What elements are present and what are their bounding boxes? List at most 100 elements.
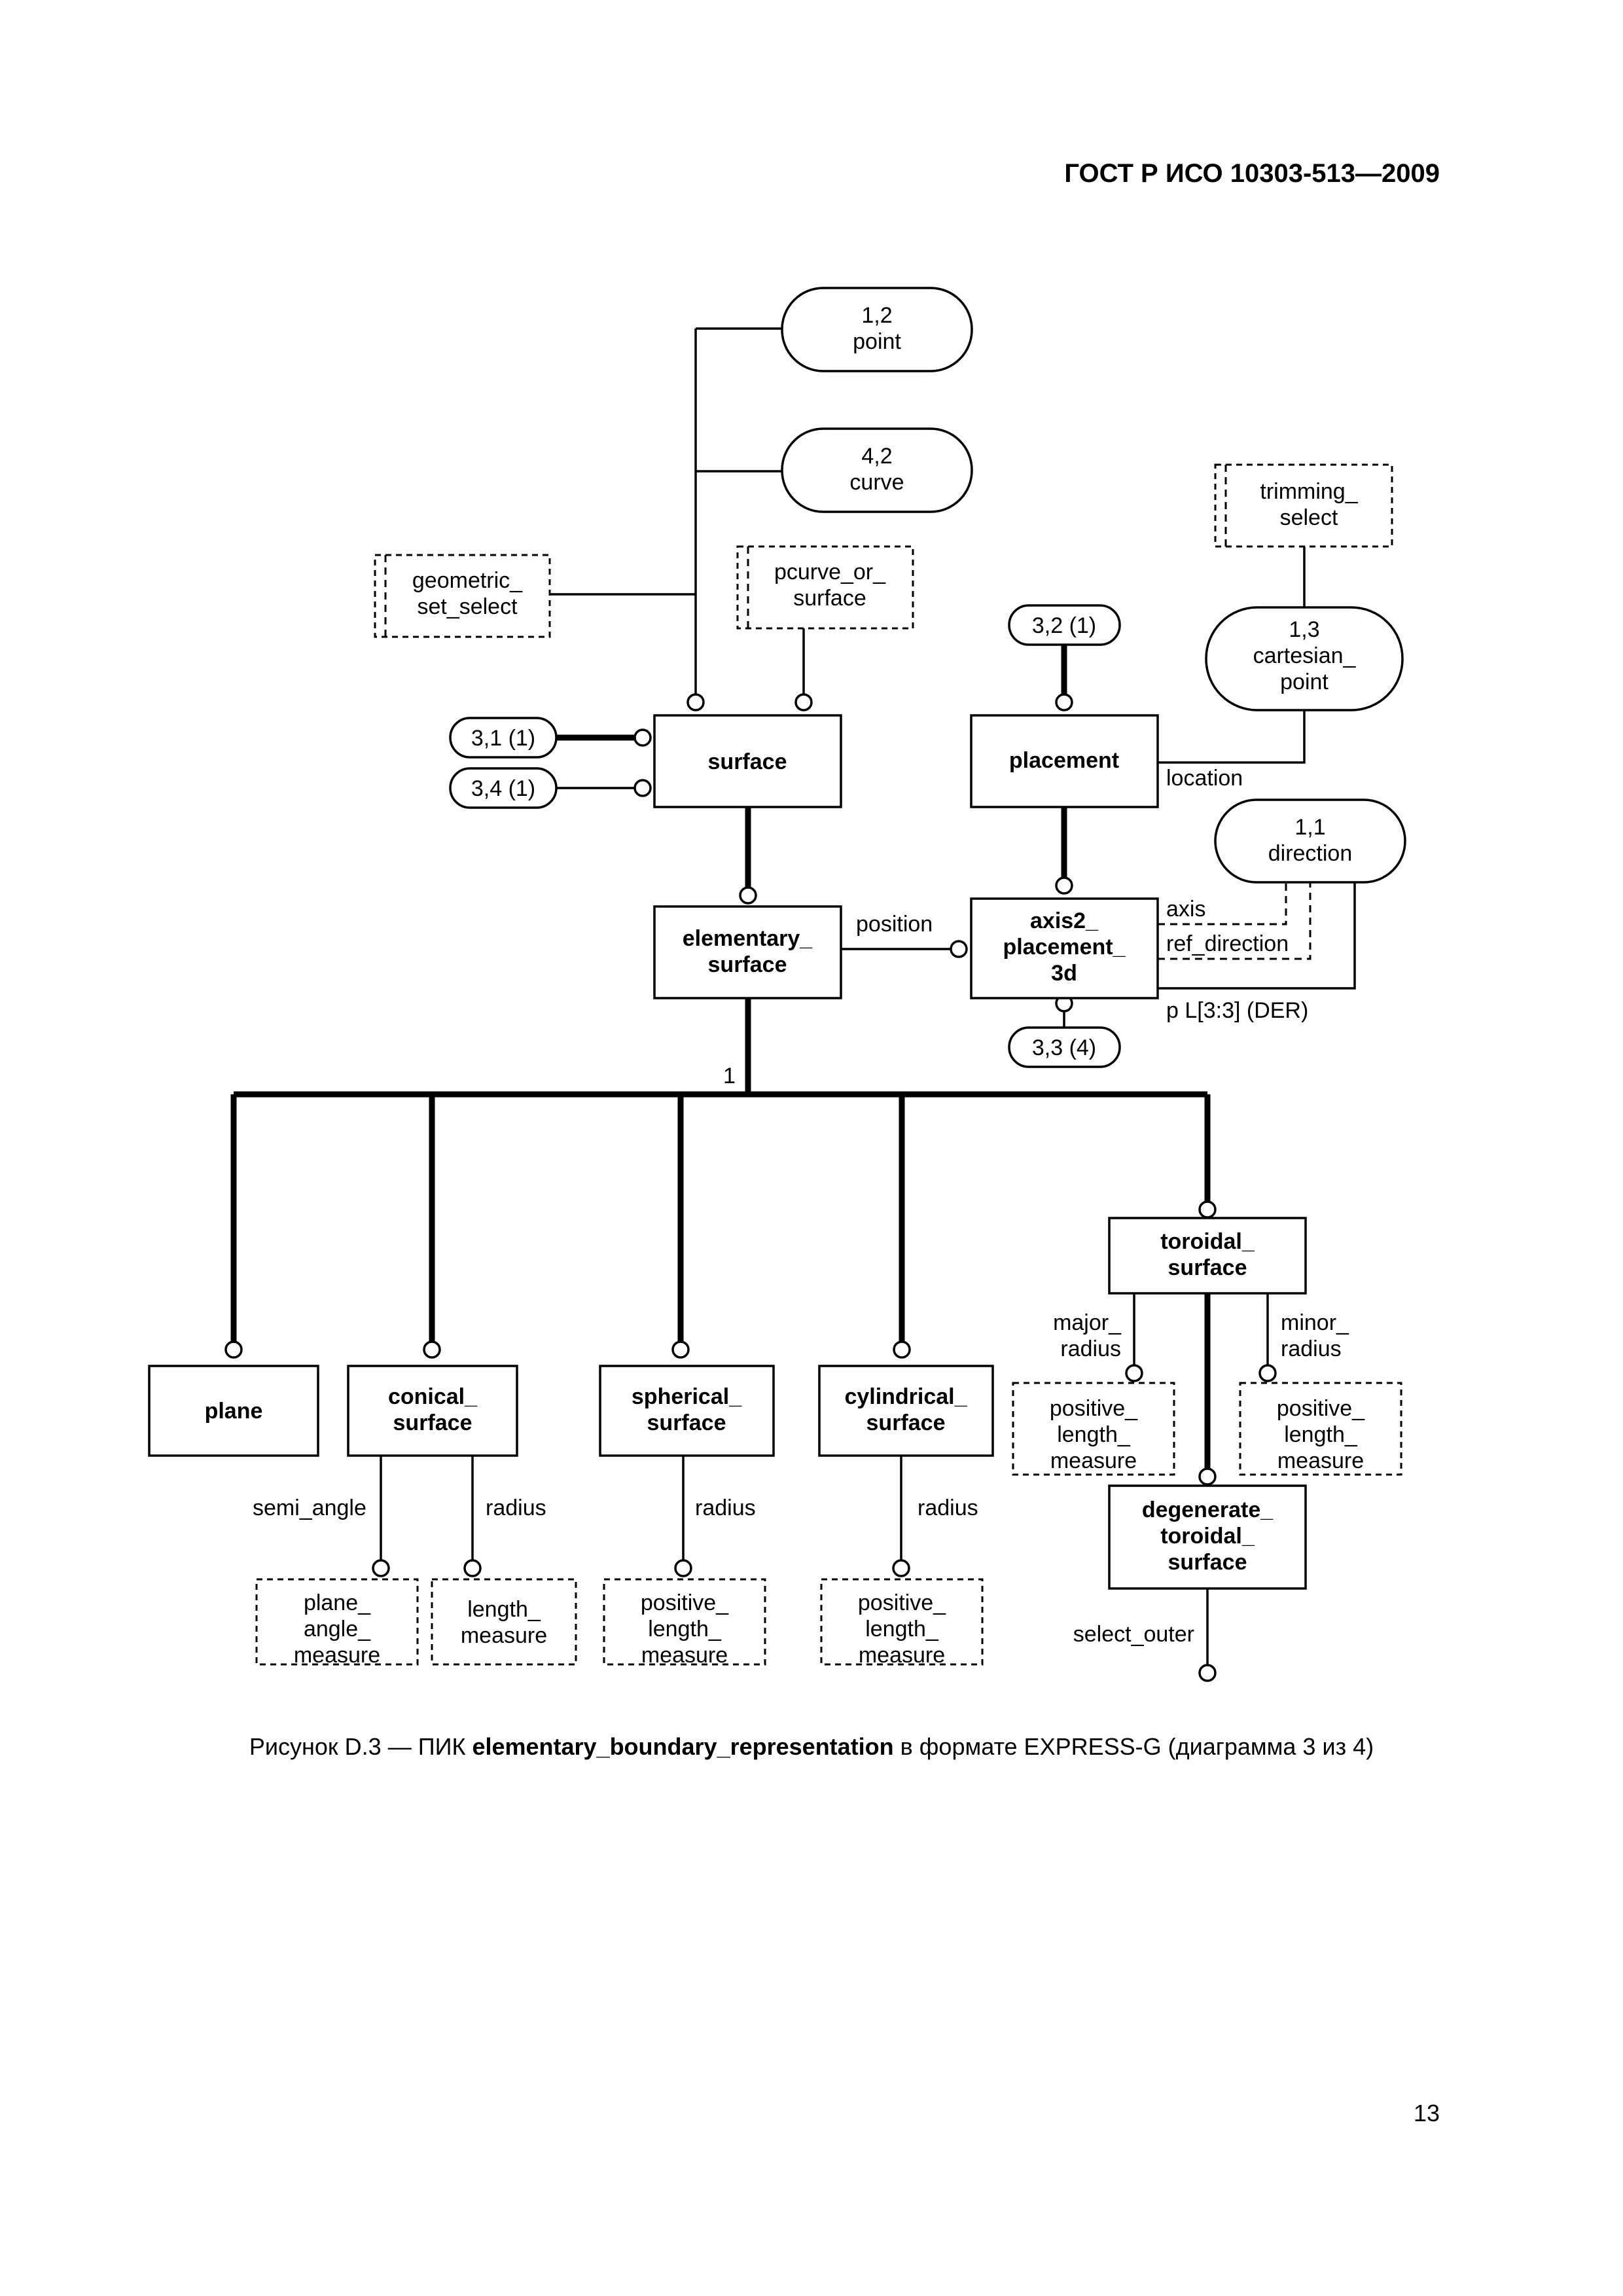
end-circle <box>423 1340 441 1359</box>
caption-schema-name: elementary_boundary_representation <box>472 1733 894 1760</box>
label-minor-radius: radius <box>1281 1336 1342 1361</box>
svg-text:spherical_: spherical_ <box>632 1384 742 1409</box>
link-axis <box>1158 882 1287 925</box>
entity-cylindrical-surface: cylindrical_ surface <box>818 1365 994 1457</box>
type-plane-angle-measure: plane_ angle_ measure <box>255 1578 419 1668</box>
label-one-of: 1 <box>723 1064 736 1088</box>
entity-spherical-surface: spherical_ surface <box>599 1365 775 1457</box>
svg-text:select: select <box>1280 505 1338 530</box>
svg-text:surface: surface <box>1168 1255 1247 1280</box>
entity-axis2-placement-3d: axis2_ placement_ 3d <box>970 897 1159 999</box>
label-semi-angle: semi_angle <box>253 1496 366 1520</box>
svg-text:surface: surface <box>1168 1550 1247 1575</box>
entity-conical-surface: conical_ surface <box>347 1365 518 1457</box>
label-axis: axis <box>1166 897 1205 922</box>
link-p <box>1158 882 1356 990</box>
end-circle <box>950 940 968 958</box>
page-number: 13 <box>1413 2100 1440 2126</box>
svg-text:direction: direction <box>1268 841 1353 866</box>
end-circle <box>892 1559 910 1577</box>
end-circle <box>633 728 652 747</box>
ref-curve: 4,2 curve <box>781 427 973 513</box>
svg-text:placement_: placement_ <box>1003 935 1126 960</box>
end-circle <box>463 1559 482 1577</box>
select-trimming-select: trimming_ select <box>1214 463 1393 548</box>
label-radius-cylindrical: radius <box>918 1496 978 1520</box>
svg-text:trimming_: trimming_ <box>1260 479 1358 504</box>
svg-text:measure: measure <box>461 1623 547 1648</box>
svg-text:length_: length_ <box>1284 1422 1358 1447</box>
ref-3-3: 3,3 (4) <box>1008 1026 1121 1068</box>
label-select-outer: select_outer <box>1073 1622 1194 1647</box>
end-circle <box>794 693 813 711</box>
end-circle <box>633 779 652 797</box>
caption-prefix: Рисунок D.3 — ПИК <box>249 1733 473 1760</box>
svg-text:3,2 (1): 3,2 (1) <box>1032 613 1096 638</box>
label-radius-spherical: radius <box>695 1496 756 1520</box>
link-location <box>1158 710 1306 764</box>
svg-text:length_: length_ <box>865 1617 939 1641</box>
svg-text:surface: surface <box>708 749 787 774</box>
ref-direction: 1,1 direction <box>1214 798 1406 884</box>
entity-degenerate-toroidal-surface: degenerate_ toroidal_ surface <box>1108 1484 1307 1590</box>
svg-text:pcurve_or_: pcurve_or_ <box>774 560 886 584</box>
end-circle <box>1198 1200 1217 1219</box>
entity-placement: placement <box>970 714 1159 808</box>
svg-text:1,1: 1,1 <box>1294 815 1325 840</box>
caption-suffix: в формате EXPRESS-G (диаграмма 3 из 4) <box>893 1733 1374 1760</box>
end-circle <box>1125 1364 1143 1382</box>
svg-text:positive_: positive_ <box>1050 1396 1138 1421</box>
svg-text:set_select: set_select <box>417 594 518 619</box>
end-circle <box>674 1559 692 1577</box>
svg-text:positive_: positive_ <box>641 1590 729 1615</box>
type-length-measure: length_ measure <box>431 1578 577 1666</box>
svg-text:plane: plane <box>205 1399 263 1424</box>
select-pcurve-or-surface: pcurve_or_ surface <box>736 545 914 630</box>
end-circle <box>1055 876 1073 895</box>
ref-3-4: 3,4 (1) <box>449 767 558 809</box>
end-circle <box>687 693 705 711</box>
svg-text:1,2: 1,2 <box>861 303 892 328</box>
ref-3-2: 3,2 (1) <box>1008 604 1121 646</box>
type-positive-length-measure-spherical: positive_ length_ measure <box>603 1578 766 1668</box>
svg-text:point: point <box>1280 670 1329 694</box>
svg-text:elementary_: elementary_ <box>683 926 813 951</box>
end-circle <box>893 1340 911 1359</box>
entity-toroidal-surface: toroidal_ surface <box>1108 1217 1307 1295</box>
end-circle <box>739 886 757 905</box>
type-positive-length-measure-major: positive_ length_ measure <box>1012 1382 1175 1476</box>
label-p: p L[3:3] (DER) <box>1166 998 1308 1023</box>
select-geometric-set-select: geometric_ set_select <box>374 554 551 638</box>
figure-caption: Рисунок D.3 — ПИК elementary_boundary_re… <box>0 1733 1623 1761</box>
end-circle <box>1198 1664 1217 1682</box>
label-minor-radius: minor_ <box>1281 1310 1349 1335</box>
label-ref-direction: ref_direction <box>1166 931 1289 956</box>
svg-text:surface: surface <box>647 1410 726 1435</box>
svg-text:curve: curve <box>849 470 904 495</box>
svg-text:positive_: positive_ <box>1277 1396 1365 1421</box>
svg-text:surface: surface <box>793 586 866 611</box>
label-radius-conical: radius <box>486 1496 546 1520</box>
svg-text:toroidal_: toroidal_ <box>1160 1524 1255 1549</box>
end-circle <box>372 1559 390 1577</box>
end-circle <box>224 1340 243 1359</box>
ref-cartesian-point: 1,3 cartesian_ point <box>1205 606 1404 711</box>
svg-text:cartesian_: cartesian_ <box>1253 643 1357 668</box>
svg-text:toroidal_: toroidal_ <box>1160 1229 1255 1254</box>
label-major-radius: major_ <box>1053 1310 1122 1335</box>
type-positive-length-measure-minor: positive_ length_ measure <box>1239 1382 1402 1476</box>
svg-text:3d: 3d <box>1051 961 1077 986</box>
entity-plane: plane <box>148 1365 319 1457</box>
svg-text:4,2: 4,2 <box>861 444 892 469</box>
label-position: position <box>856 912 933 937</box>
svg-text:angle_: angle_ <box>304 1617 371 1641</box>
svg-text:measure: measure <box>294 1643 380 1668</box>
end-circle <box>1055 693 1073 711</box>
svg-text:3,1 (1): 3,1 (1) <box>471 726 535 751</box>
svg-text:degenerate_: degenerate_ <box>1142 1498 1274 1522</box>
svg-text:cylindrical_: cylindrical_ <box>844 1384 967 1409</box>
svg-text:measure: measure <box>1050 1448 1137 1473</box>
end-circle <box>671 1340 690 1359</box>
link-ref-direction <box>1158 882 1311 960</box>
